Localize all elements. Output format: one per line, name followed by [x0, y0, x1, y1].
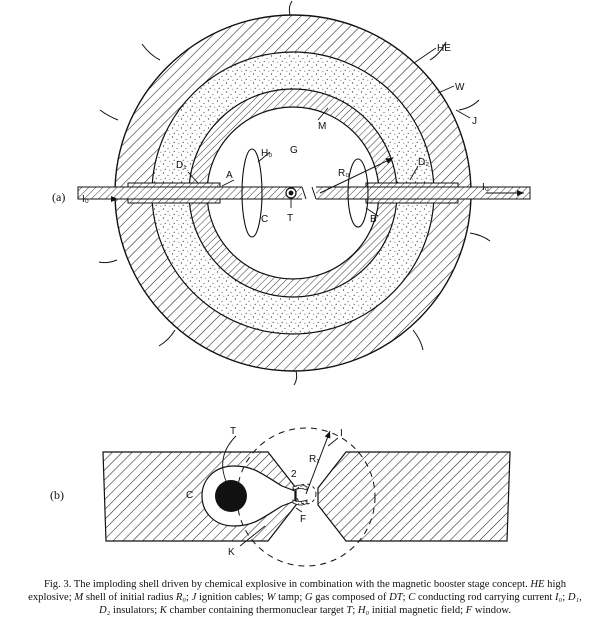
label-f: F	[300, 514, 306, 525]
label-b: B	[370, 214, 377, 225]
label-c: C	[261, 214, 268, 225]
caption-segment: HE	[530, 579, 545, 590]
panel-b: T I R₁ 2 C F K (b)	[50, 426, 511, 567]
panel-b-label: (b)	[50, 488, 64, 502]
label-i: I	[340, 428, 343, 439]
window-f-top	[292, 484, 308, 491]
caption-segment: ;	[562, 592, 568, 604]
caption-segment: C	[408, 592, 416, 604]
label-r1: R₁	[309, 454, 320, 465]
caption-segment: gas composed of	[312, 592, 390, 604]
caption-segment: M	[74, 592, 84, 604]
chamber-k	[201, 465, 296, 527]
caption-fig-label: Fig. 3.	[43, 579, 72, 590]
target-t-b	[215, 480, 247, 512]
caption-segment: high explosive;	[28, 579, 567, 604]
caption-segment: chamber containing thermonuclear target	[166, 605, 347, 617]
panel-a-label: (a)	[52, 190, 65, 204]
caption-segment: K	[159, 605, 167, 617]
caption-segment: G	[304, 592, 313, 604]
label-j: J	[472, 116, 477, 127]
caption-segment: The imploding shell driven by chemical e…	[71, 579, 531, 590]
label-i0-right: I₀	[482, 182, 489, 193]
panel-a: HE W J M G H₀ D₁ D₂ A B C T R₀ I₀ I₀ (a)	[52, 0, 531, 386]
caption-segment: ignition cables;	[196, 592, 267, 604]
label-c-b: C	[186, 490, 193, 501]
figure-caption: Fig. 3. The imploding shell driven by ch…	[22, 578, 588, 618]
field-loop-left	[241, 148, 263, 238]
body-right	[317, 451, 511, 542]
caption-body: The imploding shell driven by chemical e…	[28, 579, 582, 616]
caption-segment: D₁, D₂	[99, 592, 582, 617]
caption-segment: F	[465, 605, 473, 617]
label-d1: D₁	[176, 160, 187, 171]
label-2: 2	[291, 469, 297, 480]
label-t: T	[287, 213, 293, 224]
label-w: W	[455, 82, 465, 93]
caption-segment: window.	[472, 605, 511, 617]
label-k: K	[228, 547, 235, 558]
window-f-bottom	[292, 499, 308, 506]
caption-segment: insulators;	[110, 605, 160, 617]
caption-segment: I₀	[555, 592, 563, 604]
radius-circle-i	[236, 427, 376, 567]
caption-segment: DT	[389, 592, 403, 604]
ignition-cables	[98, 0, 491, 386]
radius-r0-arrow	[319, 157, 394, 194]
caption-segment: ;	[186, 592, 192, 604]
label-i0-left: I₀	[82, 194, 89, 205]
radius-r1-arrow	[305, 430, 331, 495]
label-d2: D₂	[418, 157, 429, 168]
label-g: G	[290, 145, 298, 156]
caption-segment: J	[191, 592, 197, 604]
small-circle-2	[295, 483, 317, 505]
label-m: M	[318, 121, 326, 132]
label-h0: H₀	[261, 148, 272, 159]
caption-segment: H₀	[357, 605, 370, 617]
caption-segment: conducting rod carrying current	[415, 592, 556, 604]
field-loop-right	[347, 158, 369, 228]
caption-segment: W	[266, 592, 276, 604]
caption-segment: initial magnetic field;	[369, 605, 466, 617]
caption-segment: R₀	[175, 592, 187, 604]
label-t-b: T	[230, 426, 236, 437]
label-a: A	[226, 170, 233, 181]
caption-segment: ;	[352, 605, 358, 617]
label-he: HE	[437, 43, 451, 54]
caption-segment: ;	[402, 592, 409, 604]
caption-segment: shell of initial radius	[83, 592, 176, 604]
caption-segment: T	[346, 605, 353, 617]
caption-segment: tamp;	[275, 592, 305, 604]
label-r0: R₀	[338, 168, 349, 179]
